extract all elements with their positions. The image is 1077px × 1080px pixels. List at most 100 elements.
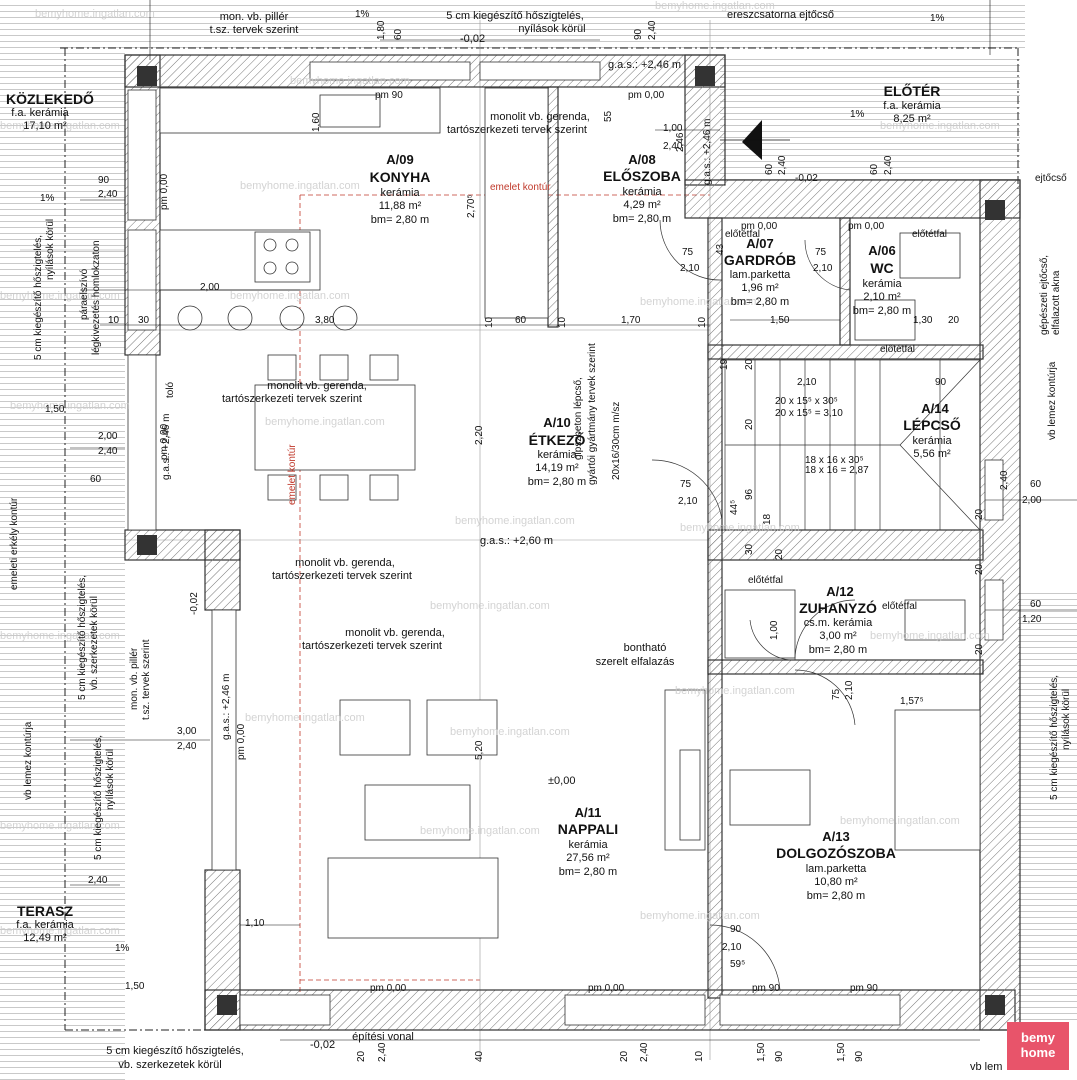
outside-area: 8,25 m² [893,113,931,125]
dim: 75 [815,247,827,258]
watermark: bemyhome.ingatlan.com [640,296,760,308]
fixtures [724,232,981,851]
note-hood: páraelszívó [79,268,90,320]
slope-top-right: 1% [930,13,945,24]
dim: 1,80 [376,20,387,40]
dim: -0,02 [795,173,818,184]
dim: 20 [774,548,785,560]
note-insulation-top2: nyílások körül [518,23,586,35]
dim: 20 [974,643,985,655]
dim: 60 [869,163,880,175]
watermark: bemyhome.ingatlan.com [840,815,960,827]
room-name: WC [870,260,894,276]
room-height: bm= 2,80 m [730,296,790,308]
deck-right [1018,590,1077,1020]
dim-minus002: -0,02 [310,1039,336,1051]
note-front-wall: előtétfal [882,601,918,612]
note-zero-level: ±0,00 [548,775,576,787]
dim: 2,10 [797,377,817,388]
dim: 2,00 [200,282,220,293]
note-pillar-left2: t.sz. tervek szerint [141,639,152,720]
watermark: bemyhome.ingatlan.com [230,290,350,302]
dim: 75 [831,688,842,700]
dim: 2,10 [844,680,855,700]
dim: 60 [90,474,102,485]
dim: 2,00 [98,431,118,442]
dim: 18 [762,513,773,525]
dim: 75 [680,479,692,490]
watermark: bemyhome.ingatlan.com [675,685,795,697]
room-material: kerámia [568,839,608,851]
dim: 2,40 [88,875,108,886]
dim: 30 [744,543,755,555]
dim: 2,40 [98,189,118,200]
dim: 90 [730,924,742,935]
top-deck [125,0,1025,52]
note-insulation-left2: nyílások körül [45,218,56,280]
stairs [724,359,981,531]
room-area: 5,56 m² [913,448,951,460]
room-name: NAPPALI [557,821,619,837]
room-area: 3,00 m² [819,630,857,642]
room-material: kerámia [912,435,952,447]
room-name: LÉPCSŐ [903,417,961,433]
room-area: 1,96 m² [741,282,779,294]
dim: 2,40 [177,741,197,752]
watermark: bemyhome.ingatlan.com [240,180,360,192]
note-gas-left2: g.a.s.: +2,46 m [221,673,232,740]
dim: 20 [744,418,755,430]
note-removable2: szerelt elfalazás [595,656,675,668]
dim: 1,50 [756,1042,767,1062]
room-name: DOLGOZÓSZOBA [776,845,896,861]
dim: 59⁵ [730,959,746,970]
dim: 1,50 [125,981,145,992]
note-gas-260: g.a.s.: +2,60 m [480,535,554,547]
note-beam: monolit vb. gerenda, [267,380,367,392]
dim: 20 [974,563,985,575]
watermark: bemyhome.ingatlan.com [880,120,1000,132]
dim: 60 [393,28,404,40]
room-area: 14,19 m² [535,462,579,474]
pm-label: pm 90 [752,983,780,994]
dim: 2,40 [663,141,683,152]
room-material: kerámia [622,186,662,198]
note-stairs3: 20x16/30cm m/sz [611,401,622,480]
note-stair-a2: 20 x 15⁵ = 3,10 [775,408,843,419]
note-front-wall: előtétfal [912,229,948,240]
note-sliding: toló [165,381,176,398]
dim: 20 [974,508,985,520]
watermark: bemyhome.ingatlan.com [455,515,575,527]
note-insulation-top: 5 cm kiegészítő hőszigtelés, [446,10,584,22]
watermark: bemyhome.ingatlan.com [640,910,760,922]
room-height: bm= 2,80 m [370,214,430,226]
note-pillar-left: mon. vb. pillér [129,647,140,710]
outside-material: f.a. kerámia [883,100,941,112]
dim: 1,70 [621,315,641,326]
outside-name: TERASZ [17,903,73,919]
watermark: bemyhome.ingatlan.com [0,630,120,642]
watermark: bemyhome.ingatlan.com [290,75,410,87]
room-id: A/12 [826,584,854,599]
dim: 60 [1030,599,1042,610]
room-area: 11,88 m² [378,200,422,212]
note-gas-entrance: g.a.s.: +2,46 m [702,118,713,185]
dim: 2,40 [377,1042,388,1062]
pm-label-vertical: pm 0,00 [159,173,170,210]
dim: 60 [1030,479,1042,490]
slope-top: 1% [355,9,370,20]
note-gutter: ereszcsatorna ejtőcső [727,9,834,21]
note-beam: monolit vb. gerenda, [345,627,445,639]
watermark: bemyhome.ingatlan.com [0,925,120,937]
terrace-deck-left [0,0,125,1080]
watermark: bemyhome.ingatlan.com [430,600,550,612]
brand-logo: bemy home [1007,1022,1069,1070]
dining-table [254,354,416,501]
outside-name: ELŐTÉR [883,83,941,99]
room-material: lam.parketta [805,863,867,875]
dim: 10 [697,316,708,328]
dim: 90 [633,28,644,40]
note-insulation-bottom: 5 cm kiegészítő hőszigtelés, [106,1045,244,1057]
dim: 1,50 [770,315,790,326]
room-name: KONYHA [369,169,431,185]
